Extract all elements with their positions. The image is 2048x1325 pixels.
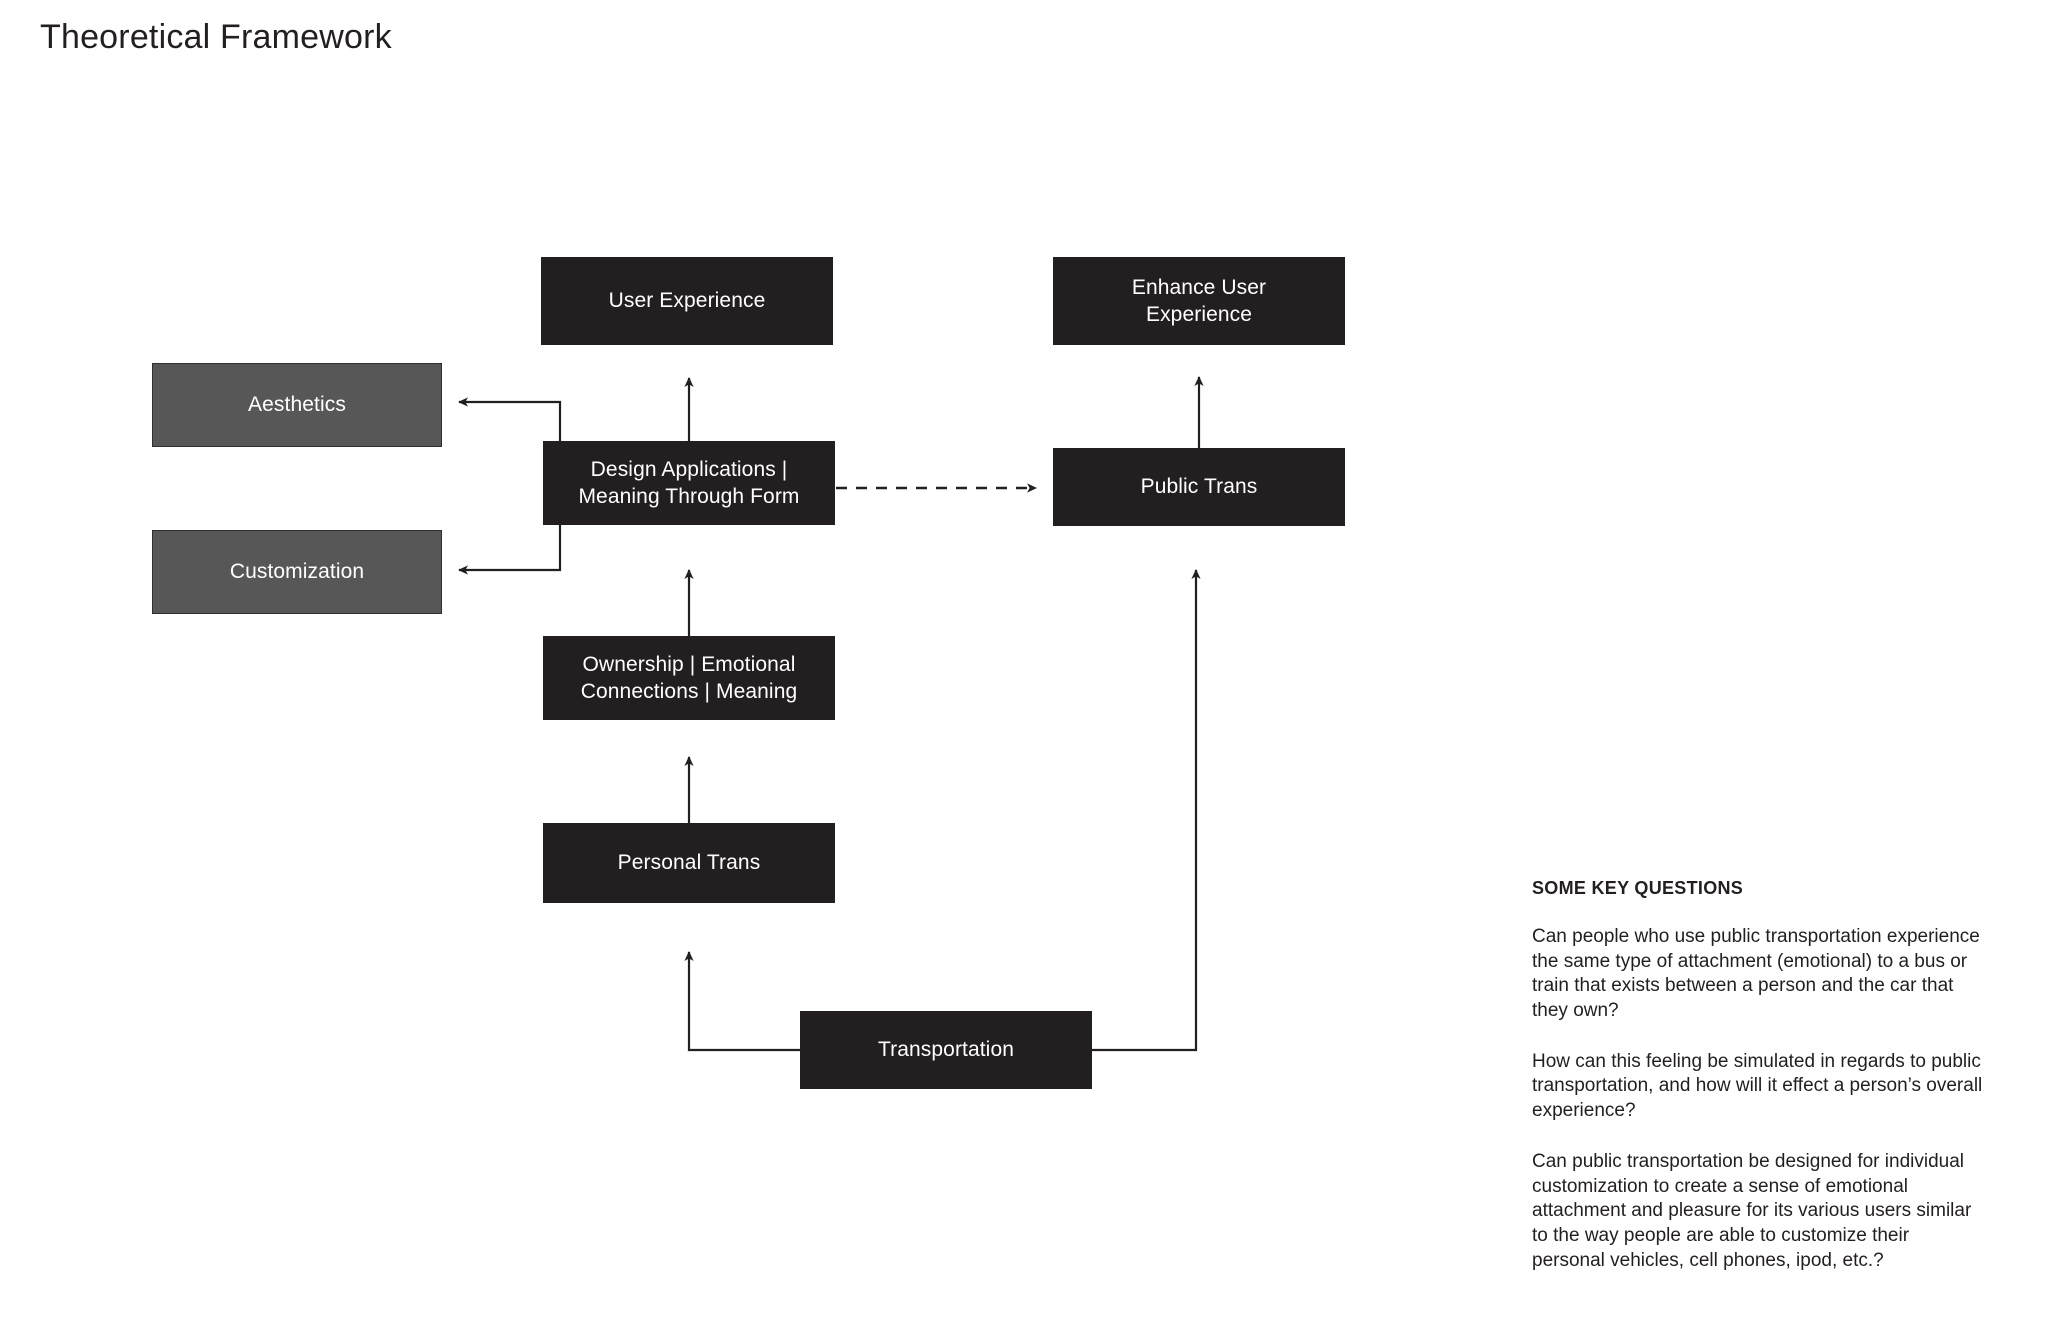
page-title: Theoretical Framework (40, 18, 392, 56)
key-question-1: Can people who use public transportation… (1532, 926, 1980, 1022)
edge-design-to-customization (458, 525, 562, 575)
node-aesthetics[interactable]: Aesthetics (152, 363, 442, 447)
node-design-applications-label: Design Applications | Meaning Through Fo… (578, 457, 800, 508)
edge-transportation-to-personal-trans (684, 951, 800, 1052)
node-customization-label: Customization (229, 560, 365, 584)
key-questions-heading: SOME KEY QUESTIONS (1532, 878, 1744, 898)
node-personal-trans[interactable]: Personal Trans (543, 823, 835, 903)
node-user-experience[interactable]: User Experience (541, 257, 833, 345)
key-question-2: How can this feeling be simulated in reg… (1532, 1050, 1983, 1122)
edge-transportation-to-public-trans (1092, 569, 1201, 1052)
node-user-experience-label: User Experience (608, 289, 766, 313)
node-design-applications[interactable]: Design Applications | Meaning Through Fo… (543, 441, 835, 525)
node-public-trans-label: Public Trans (1140, 475, 1258, 499)
node-aesthetics-label: Aesthetics (248, 393, 346, 417)
node-public-trans[interactable]: Public Trans (1053, 448, 1345, 526)
node-transportation[interactable]: Transportation (800, 1011, 1092, 1089)
node-personal-trans-label: Personal Trans (617, 851, 761, 875)
node-enhance-user-experience-label: Enhance User Experience (1131, 275, 1267, 326)
edge-design-to-aesthetics (458, 397, 562, 441)
node-ownership-label: Ownership | Emotional Connections | Mean… (580, 652, 798, 703)
node-transportation-label: Transportation (877, 1038, 1015, 1062)
node-enhance-user-experience[interactable]: Enhance User Experience (1053, 257, 1345, 345)
key-question-3: Can public transportation be designed fo… (1532, 1150, 1972, 1271)
key-questions-panel: SOME KEY QUESTIONS Can people who use pu… (1532, 878, 1984, 1273)
node-customization[interactable]: Customization (152, 530, 442, 614)
node-ownership-emotional-connections-meaning[interactable]: Ownership | Emotional Connections | Mean… (543, 636, 835, 720)
